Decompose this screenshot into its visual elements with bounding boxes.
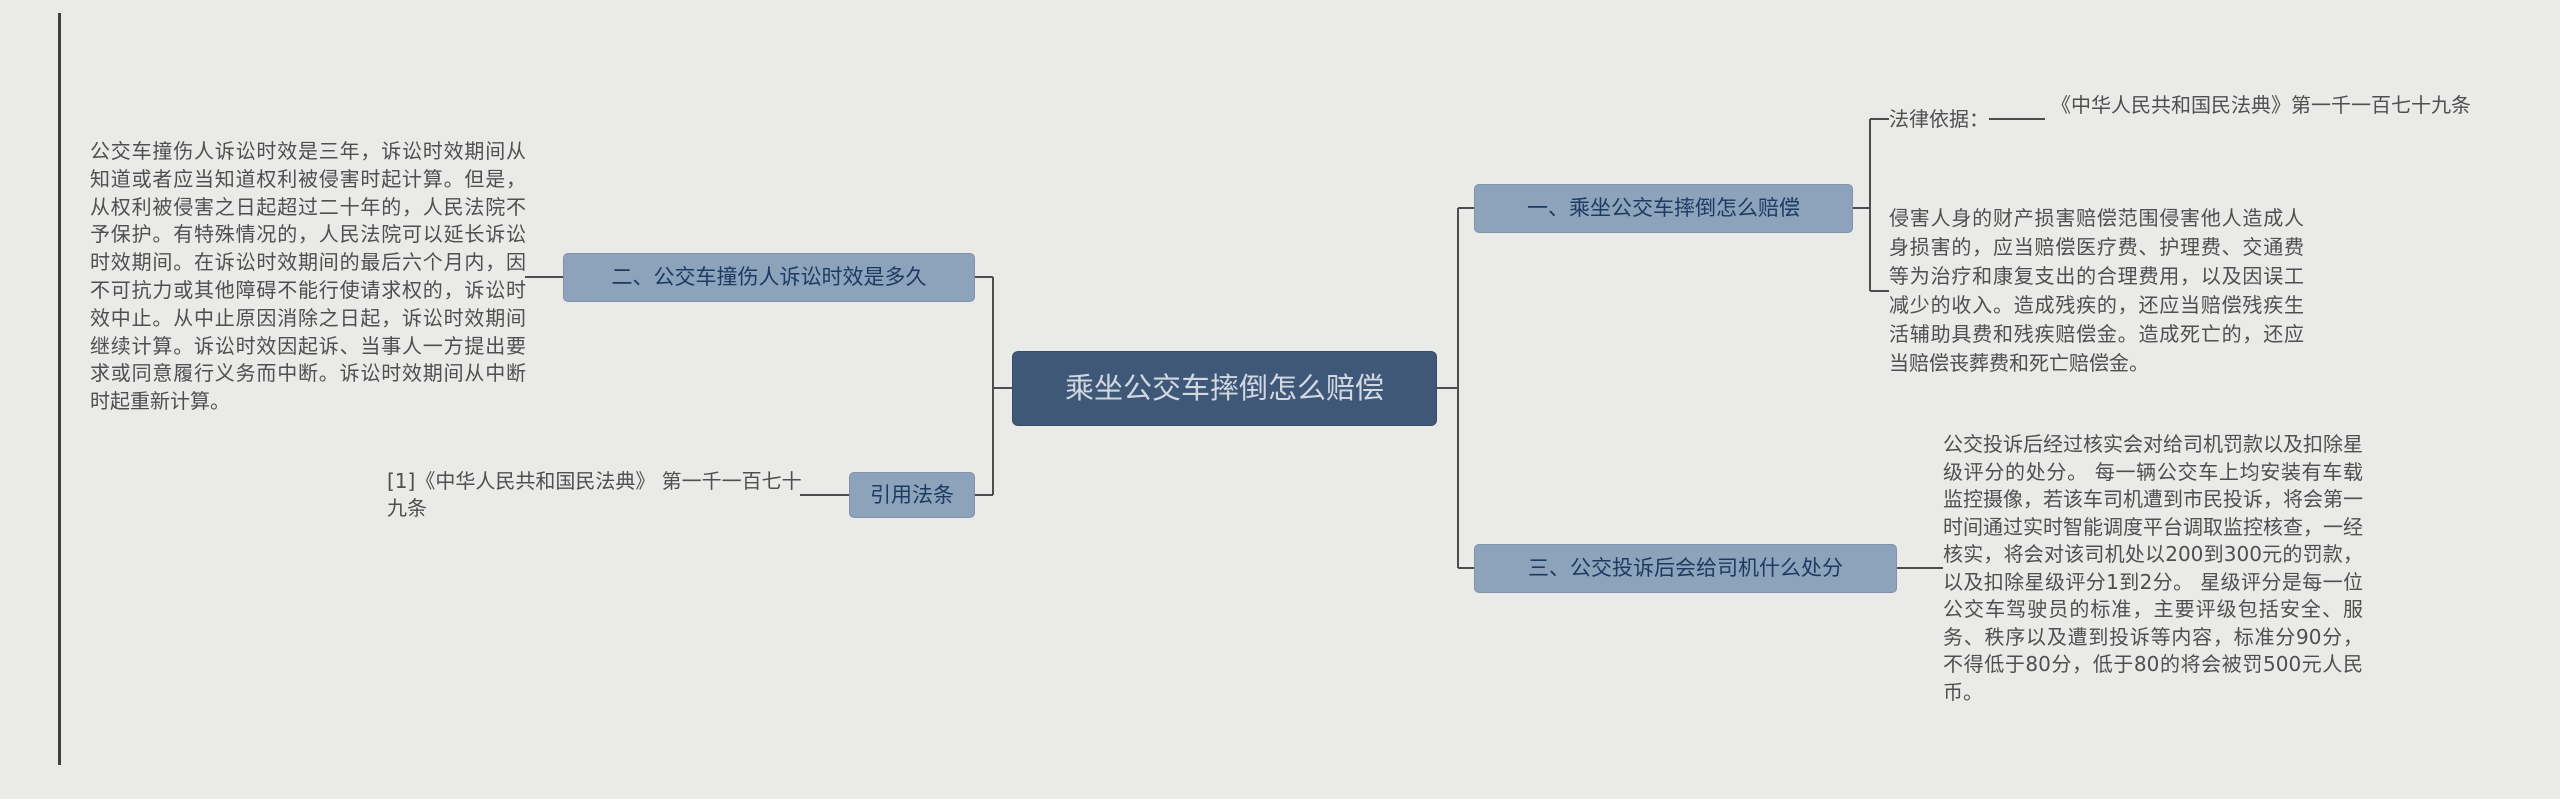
node-litigation-limitation[interactable]: 二、公交车撞伤人诉讼时效是多久 — [563, 253, 975, 302]
central-topic-node[interactable]: 乘坐公交车摔倒怎么赔偿 — [1012, 351, 1437, 426]
legal-basis-statute-text: 《中华人民共和国民法典》第一千一百七十九条 — [2051, 93, 2471, 117]
node-fall-compensation[interactable]: 一、乘坐公交车摔倒怎么赔偿 — [1474, 184, 1853, 233]
node-cited-statute[interactable]: 引用法条 — [849, 472, 975, 518]
legal-basis-label: 法律依据： — [1889, 107, 1989, 131]
driver-punishment-paragraph: 公交投诉后经过核实会对给司机罚款以及扣除星级评分的处分。 每一辆公交车上均安装有… — [1943, 432, 2363, 704]
litigation-limitation-paragraph: 公交车撞伤人诉讼时效是三年，诉讼时效期间从知道或者应当知道权利被侵害时起计算。但… — [90, 139, 526, 414]
node-complaint-punishment[interactable]: 三、公交投诉后会给司机什么处分 — [1474, 544, 1897, 593]
compensation-scope-paragraph: 侵害人身的财产损害赔偿范围侵害他人造成人身损害的，应当赔偿医疗费、护理费、交通费… — [1889, 206, 2304, 375]
statute-reference-text: [1]《中华人民共和国民法典》 第一千一百七十九条 — [387, 469, 802, 520]
left-edge-line — [58, 13, 61, 765]
